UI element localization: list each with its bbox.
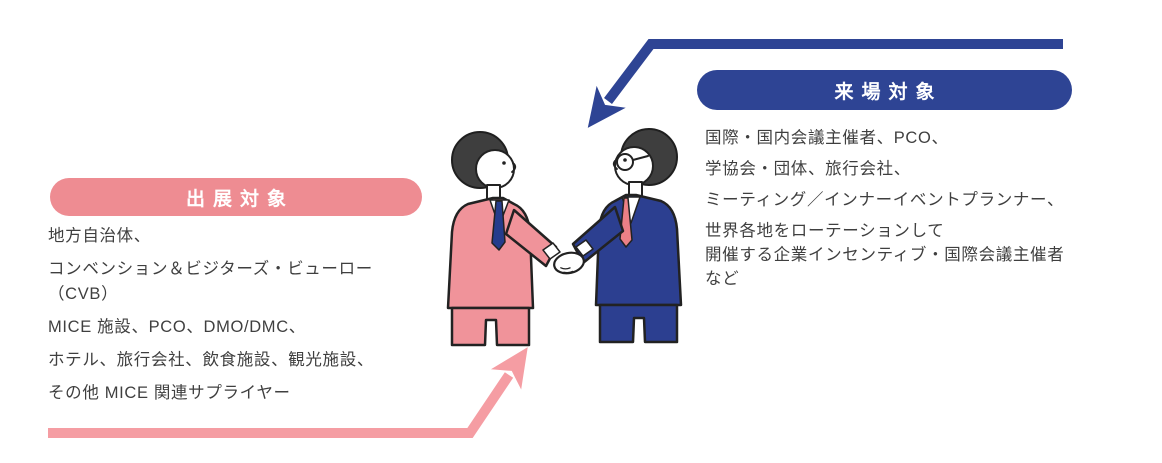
- pink-arrow-icon: [48, 347, 528, 438]
- handshake-illustration-icon: [446, 128, 683, 347]
- exhibitor-person: [446, 131, 561, 347]
- visitor-item: 国際・国内会議主催者、PCO、: [705, 126, 1145, 150]
- exhibitor-item: 地方自治体、: [48, 224, 478, 249]
- visitor-item: 学協会・団体、旅行会社、: [705, 157, 1145, 181]
- visitor-item-line: 学協会・団体、旅行会社、: [705, 160, 911, 178]
- exhibitor-item-line: ホテル、旅行会社、飲食施設、観光施設、: [48, 351, 375, 369]
- exhibitor-item-line: コンベンション＆ビジターズ・ビューロー: [48, 260, 373, 278]
- visitor-item: ミーティング／インナーイベントプランナー、: [705, 188, 1145, 212]
- visitor-item-line: 開催する企業インセンティブ・国際会議主催者: [705, 246, 1065, 264]
- visitor-badge: 来場対象: [697, 70, 1072, 110]
- visitor-item-line: 国際・国内会議主催者、PCO、: [705, 129, 949, 147]
- handshake-hands-icon: [553, 251, 585, 275]
- visitor-item-line: など: [705, 270, 740, 288]
- visitor-item-line: 世界各地をローテーションして: [705, 222, 945, 240]
- exhibitor-item: コンベンション＆ビジターズ・ビューロー （CVB）: [48, 257, 478, 307]
- glasses-icon: [616, 153, 634, 171]
- exhibitor-item-line: 地方自治体、: [48, 227, 151, 245]
- exhibitor-item-line: （CVB）: [48, 285, 119, 303]
- blue-arrow-icon: [587, 39, 1063, 128]
- exhibitor-item: MICE 施設、PCO、DMO/DMC、: [48, 315, 478, 340]
- visitor-person: [571, 128, 683, 344]
- exhibitor-badge: 出展対象: [50, 178, 422, 216]
- visitor-target-list: 国際・国内会議主催者、PCO、 学協会・団体、旅行会社、 ミーティング／インナー…: [705, 126, 1145, 298]
- visitor-item-line: ミーティング／インナーイベントプランナー、: [705, 191, 1065, 209]
- exhibitor-target-list: 地方自治体、 コンベンション＆ビジターズ・ビューロー （CVB） MICE 施設…: [48, 224, 478, 414]
- exhibitor-item-line: その他 MICE 関連サプライヤー: [48, 384, 291, 402]
- visitor-item: 世界各地をローテーションして 開催する企業インセンティブ・国際会議主催者 など: [705, 219, 1145, 291]
- exhibitor-item-line: MICE 施設、PCO、DMO/DMC、: [48, 318, 306, 336]
- exhibitor-item: ホテル、旅行会社、飲食施設、観光施設、: [48, 348, 478, 373]
- exhibitor-item: その他 MICE 関連サプライヤー: [48, 381, 478, 406]
